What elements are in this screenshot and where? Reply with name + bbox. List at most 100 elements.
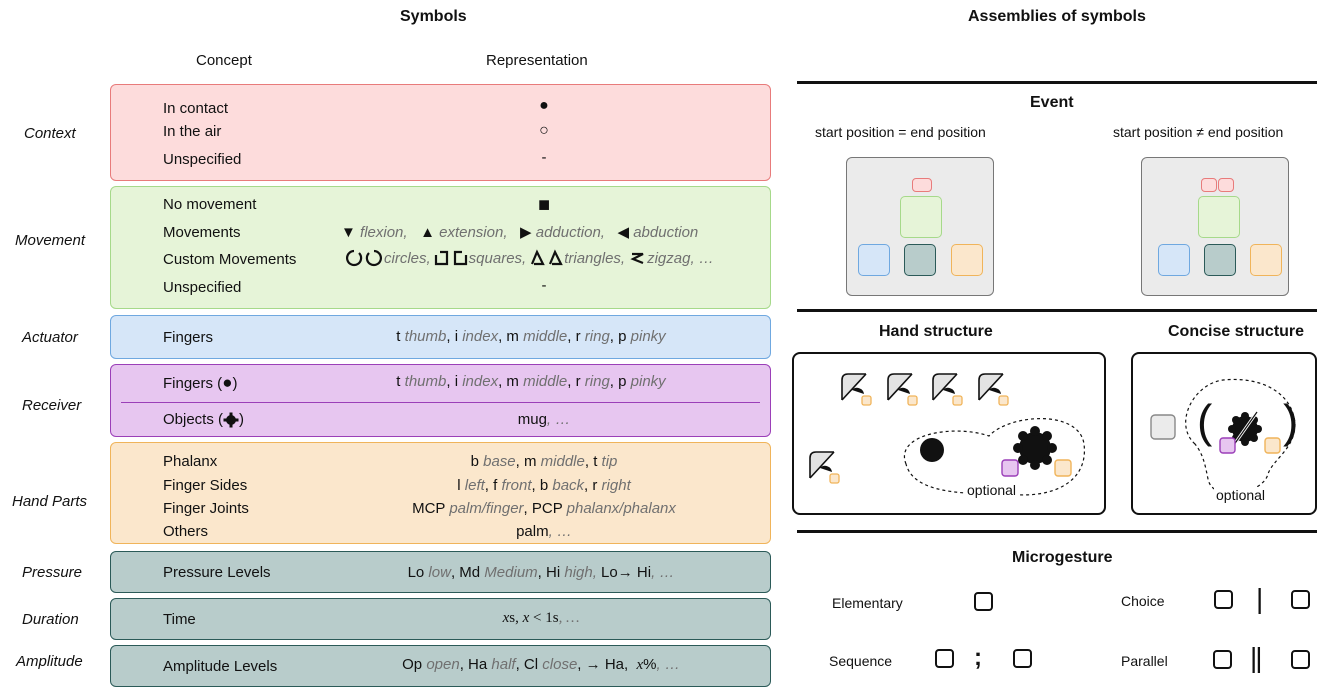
hand-parts-item-joints: Finger Joints: [163, 500, 249, 517]
event-top-rule: [797, 81, 1317, 84]
finger-glyph: [887, 373, 918, 406]
pressure-rep: Lo low, Md Medium, Hi high, Lo→ Hi, …: [407, 564, 675, 581]
duration-box: Time xs, x < 1s, …: [110, 598, 771, 640]
sequence-label: Sequence: [829, 653, 893, 669]
hand-part-slot: [1250, 244, 1282, 276]
sequence-square-a: [935, 649, 954, 668]
circles-label: circles,: [384, 249, 431, 267]
receiver-circle-icon: ●: [222, 373, 233, 392]
actuator-slot: [1158, 244, 1190, 276]
hand-structure-title: Hand structure: [879, 323, 993, 340]
concise-optional-label: optional: [1214, 487, 1268, 503]
movement-reps: ▼ flexion, ▲ extension, ▶ adduction, ◀ a…: [341, 223, 698, 241]
category-amplitude: Amplitude: [16, 653, 83, 670]
pressure-item: Pressure Levels: [163, 564, 271, 581]
movement-item-movements: Movements: [163, 224, 241, 241]
flexion-icon: ▼: [341, 224, 356, 241]
category-receiver: Receiver: [22, 397, 82, 414]
choice-label: Choice: [1121, 593, 1165, 609]
extension-icon: ▲: [420, 224, 435, 241]
circles-icon: [346, 249, 382, 267]
event-card-same: [846, 157, 994, 296]
teal-slot: [1204, 244, 1236, 276]
phalanx-rep: b base, m middle, t tip: [470, 453, 618, 470]
event-left-label: start position = end position: [815, 124, 986, 140]
event-right-label: start position ≠ end position: [1113, 124, 1284, 140]
receiver-box: Fingers (●) t thumb, i index, m middle, …: [110, 364, 771, 437]
choice-square-b: [1291, 590, 1310, 609]
receiver-item-fingers: Fingers (●): [163, 373, 238, 392]
joints-rep: MCP palm/finger, PCP phalanx/phalanx: [412, 500, 676, 517]
extension-label: extension,: [439, 224, 508, 241]
filled-circle-icon: ●: [539, 97, 549, 114]
amplitude-item: Amplitude Levels: [163, 658, 278, 675]
sequence-square-b: [1013, 649, 1032, 668]
sides-rep: l left, f front, b back, r right: [457, 477, 631, 494]
concise-close-paren: ): [1283, 395, 1299, 447]
context-item-unspecified: Unspecified: [163, 151, 242, 168]
microgesture-title: Microgesture: [1012, 549, 1113, 566]
parallel-separator: ||: [1250, 642, 1262, 673]
finger-glyph: [978, 373, 1009, 406]
adduction-icon: ▶: [520, 224, 532, 241]
finger-glyph: [809, 451, 840, 484]
elementary-label: Elementary: [832, 595, 903, 611]
hand-structure-panel: optional: [792, 352, 1106, 515]
finger-glyph: [841, 373, 872, 406]
hand-optional-label: optional: [965, 482, 1019, 498]
parallel-square-a: [1213, 650, 1232, 669]
elementary-square: [974, 592, 993, 611]
choice-square-a: [1214, 590, 1233, 609]
hollow-circle-icon: ○: [539, 122, 549, 139]
movement-slot: [900, 196, 942, 238]
zigzag-icon: [630, 252, 644, 265]
receiver-item-objects: Objects ( ): [163, 411, 245, 428]
actuator-item-fingers: Fingers: [163, 329, 214, 346]
hand-parts-item-sides: Finger Sides: [163, 477, 248, 494]
hand-part-slot: [951, 244, 983, 276]
category-actuator: Actuator: [22, 329, 78, 346]
pressure-box: Pressure Levels Lo low, Md Medium, Hi hi…: [110, 551, 771, 593]
receiver-divider: [121, 402, 760, 403]
movement-unspecified-rep: -: [541, 277, 547, 294]
receiver-fingers-rep: t thumb, i index, m middle, r ring, p pi…: [396, 373, 666, 390]
teal-slot: [904, 244, 936, 276]
concise-open-paren: (: [1197, 395, 1213, 447]
abduction-label: abduction: [633, 224, 699, 241]
event-title: Event: [1030, 94, 1074, 111]
hand-structure-diagram: [809, 373, 1085, 496]
movement-item-unspecified: Unspecified: [163, 279, 242, 296]
microgesture-top-rule: [797, 530, 1317, 533]
actuator-slot: [858, 244, 890, 276]
choice-separator: |: [1256, 583, 1264, 614]
category-hand-parts: Hand Parts: [12, 493, 88, 510]
actuator-box: Fingers t thumb, i index, m middle, r ri…: [110, 315, 771, 359]
parallel-square-b: [1291, 650, 1310, 669]
category-pressure: Pressure: [22, 564, 83, 581]
representation-header: Representation: [486, 52, 588, 69]
squares-label: squares,: [468, 249, 527, 267]
square-icon: ■: [537, 194, 551, 216]
duration-item: Time: [163, 611, 196, 628]
amplitude-box: Amplitude Levels Op open, Ha half, Cl cl…: [110, 645, 771, 687]
concise-structure-title: Concise structure: [1168, 323, 1305, 340]
finger-glyph: [932, 373, 963, 406]
context-item-in-air: In the air: [163, 123, 222, 140]
symbols-title: Symbols: [400, 8, 467, 25]
context-slot: [912, 178, 932, 192]
triangles-label: triangles,: [564, 249, 626, 267]
context-item-in-contact: In contact: [163, 100, 229, 117]
context-box: In contact In the air Unspecified ● ○ -: [110, 84, 771, 181]
hand-parts-box: Phalanx Finger Sides Finger Joints Other…: [110, 442, 771, 544]
context-slot-end: [1218, 178, 1234, 192]
custom-movement-reps: circles, squares, triangles, zigzag, …: [344, 249, 714, 267]
assemblies-title: Assemblies of symbols: [968, 8, 1146, 25]
movement-item-custom: Custom Movements: [163, 251, 297, 268]
adduction-label: adduction,: [535, 224, 605, 241]
zigzag-label: zigzag, …: [647, 249, 714, 267]
hand-parts-item-phalanx: Phalanx: [163, 453, 218, 470]
movement-item-no-movement: No movement: [163, 196, 257, 213]
context-slot-start: [1201, 178, 1217, 192]
movement-slot: [1198, 196, 1240, 238]
concept-header: Concept: [196, 52, 252, 69]
